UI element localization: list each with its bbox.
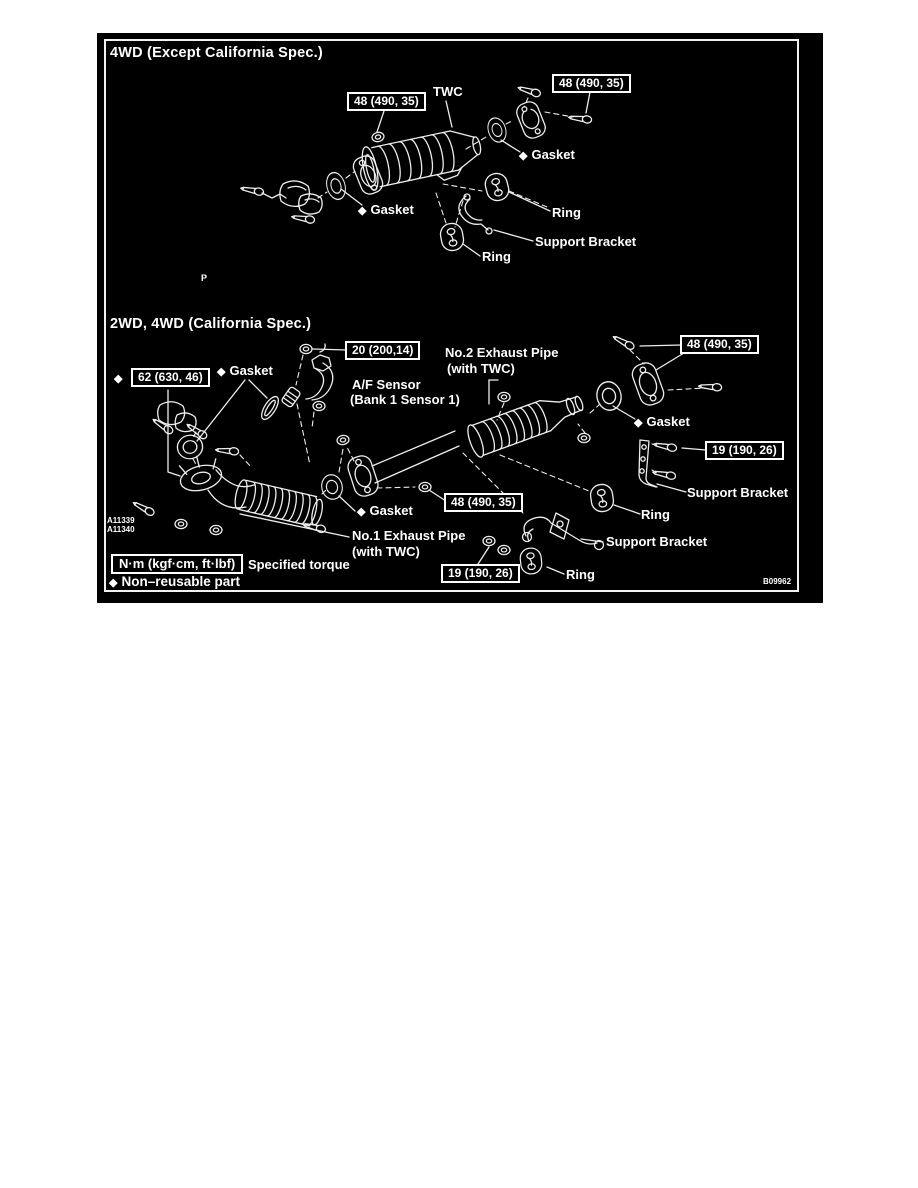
no2-converter-drawing <box>467 395 584 458</box>
non-reusable-diamond-62: ◆ <box>114 371 126 385</box>
figure-code-a11340: A11340 <box>107 525 135 534</box>
no1-pipe-label: No.1 Exhaust Pipe <box>352 528 466 543</box>
af-sensor-label: A/F Sensor <box>352 377 421 392</box>
torque-box-62: 62 (630, 46) <box>131 368 210 387</box>
torque-box-48-top-left: 48 (490, 35) <box>347 92 426 111</box>
twc-label: TWC <box>433 84 463 99</box>
no1-pipe-sub-label: (with TWC) <box>352 544 420 559</box>
figure-code-b09962: B09962 <box>763 577 792 586</box>
non-reusable-diamond-icon: ◆ <box>634 417 643 429</box>
top-section-title: 4WD (Except California Spec.) <box>110 45 323 61</box>
torque-box-20: 20 (200,14) <box>345 341 421 360</box>
support-bracket-label-right: Support Bracket <box>687 485 789 500</box>
ring-label-top-upper: Ring <box>552 205 581 220</box>
support-bracket-label-lower: Support Bracket <box>606 534 708 549</box>
torque-box-48-center: 48 (490, 35) <box>444 493 523 512</box>
ring-label-bottom-right: Ring <box>641 507 670 522</box>
bottom-section-title: 2WD, 4WD (California Spec.) <box>110 316 312 332</box>
non-reusable-diamond-icon: ◆ <box>358 205 367 217</box>
non-reusable-diamond-icon: ◆ <box>519 150 528 162</box>
ring-label-top-lower: Ring <box>482 249 511 264</box>
torque-units-description: : Specified torque <box>240 557 350 572</box>
bottom-assembly-drawing <box>131 332 723 576</box>
top-assembly-drawing <box>239 83 593 257</box>
torque-box-19-right: 19 (190, 26) <box>705 441 784 460</box>
figure-code-a11339: A11339 <box>107 516 135 525</box>
non-reusable-diamond-icon: ◆ <box>217 366 226 378</box>
torque-units-box: N·m (kgf·cm, ft·lbf) <box>111 554 244 574</box>
gasket-label-bottom-center: ◆Gasket <box>357 503 413 518</box>
non-reusable-legend: ◆Non–reusable part <box>109 574 241 589</box>
af-sensor-sub-label: (Bank 1 Sensor 1) <box>350 392 460 407</box>
no2-pipe-sub-label: (with TWC) <box>447 361 515 376</box>
gasket-label-top-right: ◆Gasket <box>519 147 575 162</box>
stray-p-mark: P <box>201 273 208 283</box>
torque-box-48-bottom-right: 48 (490, 35) <box>680 335 759 354</box>
non-reusable-diamond-icon: ◆ <box>357 506 366 518</box>
diagram-frame-border <box>104 39 799 592</box>
gasket-label-top-left: ◆Gasket <box>358 202 414 217</box>
no2-pipe-label: No.2 Exhaust Pipe <box>445 345 559 360</box>
gasket-label-bottom-right: ◆Gasket <box>634 414 690 429</box>
no1-pipe-flex-drawing <box>234 479 323 528</box>
twc-converter-drawing <box>361 130 482 191</box>
torque-box-48-top-right: 48 (490, 35) <box>552 74 631 93</box>
torque-box-19-center: 19 (190, 26) <box>441 564 520 583</box>
af-sensor-drawing <box>281 343 334 408</box>
non-reusable-diamond-icon: ◆ <box>109 577 118 589</box>
gasket-label-bottom-upper-left: ◆Gasket <box>217 363 273 378</box>
support-bracket-label-top: Support Bracket <box>535 234 637 249</box>
non-reusable-diamond-icon: ◆ <box>114 373 123 385</box>
ring-label-bottom-lower: Ring <box>566 567 595 582</box>
